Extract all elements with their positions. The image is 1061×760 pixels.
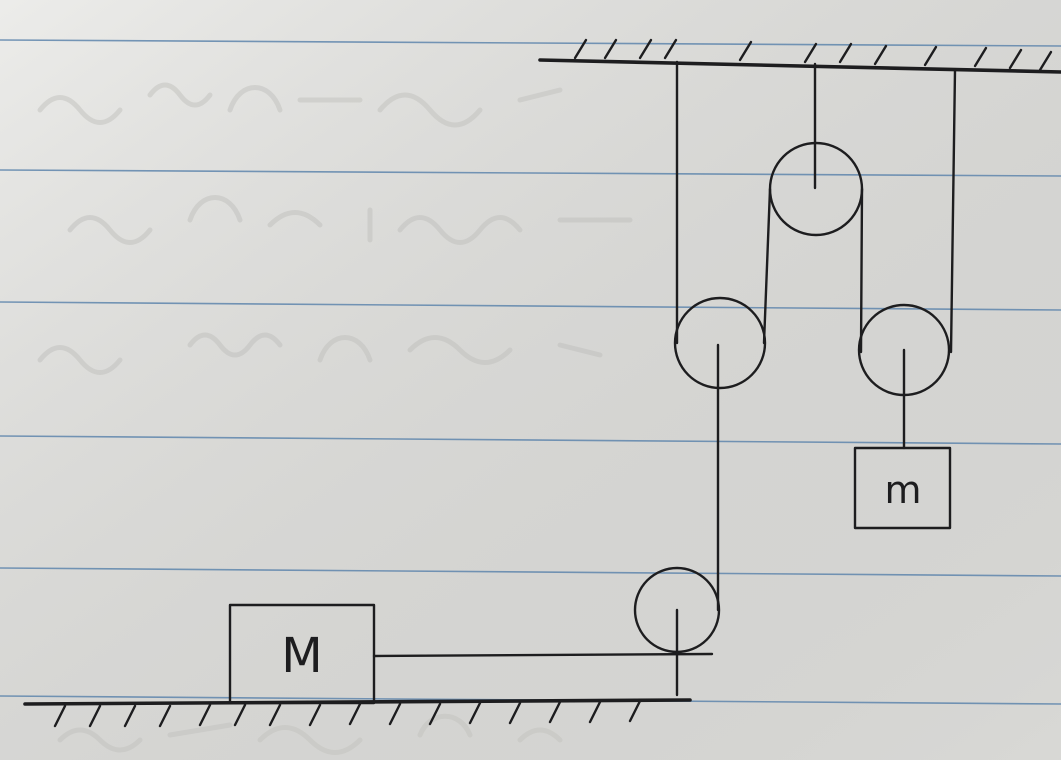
ruled-line <box>0 435 1061 445</box>
string-top-to-right <box>859 187 864 354</box>
block-small-body <box>853 446 952 530</box>
scribble-stroke <box>67 195 633 245</box>
horizontal-string <box>372 652 714 658</box>
ceiling-line <box>538 58 1061 74</box>
scribble-stroke <box>57 713 563 755</box>
block-small-m: m <box>853 446 952 530</box>
scribble-stroke <box>37 332 603 375</box>
floor-hatching <box>53 699 642 728</box>
string-left-to-top <box>762 187 772 345</box>
block-large-label: M <box>281 628 322 684</box>
pulley-strings <box>675 60 957 354</box>
ruled-line <box>0 567 1061 577</box>
block-large-m: M <box>228 603 376 705</box>
ruled-line <box>0 39 1061 47</box>
block-large-body <box>228 603 376 705</box>
string-ceiling-right <box>949 68 957 354</box>
block-small-label: m <box>884 468 921 512</box>
ceiling-hatching <box>573 38 1053 72</box>
pulley-lower-right <box>857 303 951 450</box>
scribble-stroke <box>37 82 563 128</box>
bleed-through-scribble <box>37 82 633 755</box>
ceiling-support <box>538 38 1061 74</box>
ruled-line <box>0 169 1061 177</box>
